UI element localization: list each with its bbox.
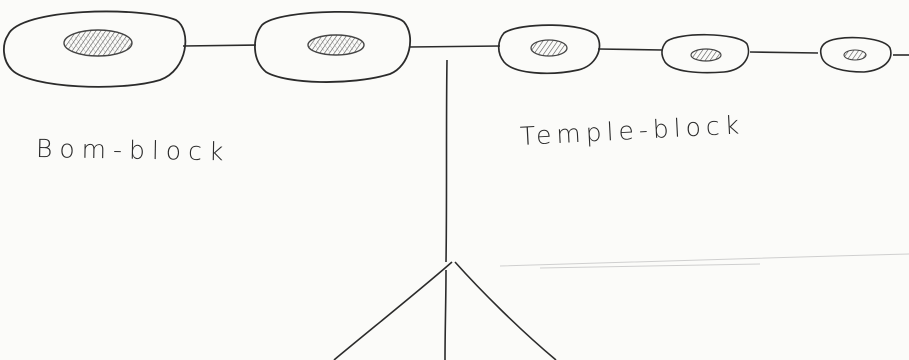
block-2 <box>255 12 410 82</box>
block-5 <box>821 38 891 72</box>
block-1 <box>4 11 185 86</box>
block-3 <box>499 25 600 73</box>
bom-block-label: Bom-block <box>36 134 231 166</box>
center-post <box>445 60 447 360</box>
block-4 <box>662 35 748 73</box>
paper-marks <box>500 254 909 268</box>
